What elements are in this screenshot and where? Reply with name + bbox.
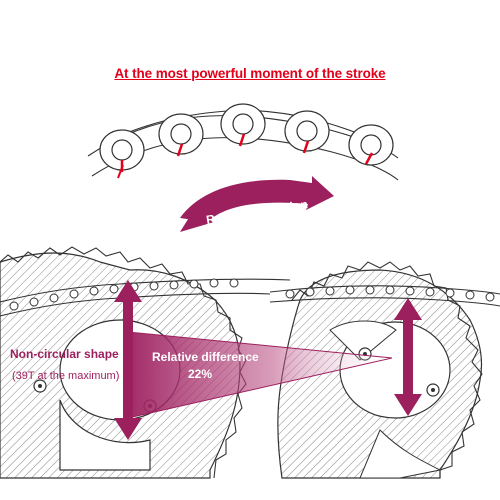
chain-rollers	[99, 103, 394, 179]
double-arrow-icon	[394, 298, 422, 416]
diagram-title: At the most powerful moment of the strok…	[114, 66, 386, 81]
chain-link-5	[348, 124, 394, 166]
right-chain-pins	[285, 285, 495, 302]
shape-label: Non-circular shape	[10, 347, 119, 361]
chain-link-4	[284, 110, 330, 154]
chain-link-2	[158, 113, 204, 157]
shape-note: (39T at the maximum)	[12, 370, 119, 382]
double-arrow-icon	[114, 280, 142, 440]
chain-link-1	[99, 129, 145, 179]
chain-link-3	[220, 103, 266, 147]
difference-label: Relative difference	[152, 350, 259, 364]
relative-difference-wedge	[128, 332, 392, 418]
right-chainring	[277, 261, 483, 479]
curved-arrow-icon	[180, 176, 334, 232]
left-chain-pins	[9, 278, 239, 311]
difference-value: 22%	[188, 367, 212, 381]
marker-1	[117, 164, 124, 179]
